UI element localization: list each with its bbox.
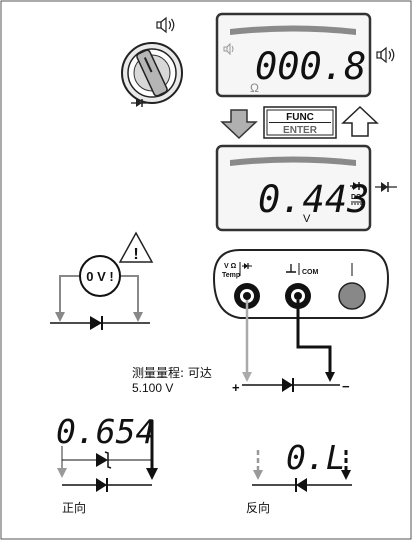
minus-terminal-label: − (342, 379, 350, 394)
speaker-icon (156, 16, 175, 34)
temp-label: Temp (222, 272, 240, 279)
enter-label: ENTER (283, 125, 318, 136)
small-speaker-icon (223, 42, 234, 56)
reverse-red-probe-tip (253, 470, 263, 480)
black-lead (296, 300, 332, 378)
switch-knob-pointer (136, 49, 168, 97)
dc-label: DC (351, 194, 361, 201)
display-diode: 0.443 V DC (215, 144, 372, 232)
red-lead-tip (242, 372, 252, 382)
forward-diode-icon (96, 478, 107, 492)
jack-diode-icon (242, 263, 252, 269)
com-label: COM (302, 269, 319, 276)
func-label: FUNC (286, 112, 314, 123)
display-continuity: 000.8 Ω (215, 12, 372, 98)
forward-black-probe-tip (146, 468, 158, 480)
reverse-reading: 0.L (286, 438, 346, 477)
reverse-caption: 反向 (246, 500, 270, 515)
jack-unused (338, 282, 366, 310)
v-ohm-label: V Ω (224, 263, 237, 270)
zener-diode-icon (96, 453, 108, 467)
zero-volt-label: 0 V ! (86, 269, 113, 284)
black-lead-tip (325, 372, 335, 382)
reverse-diode-icon (296, 478, 307, 492)
diode-symbol-icon (131, 99, 147, 107)
warning-triangle-icon: ! (118, 231, 154, 263)
forward-caption: 正向 (62, 500, 86, 515)
bottom-unit-volt: V (303, 213, 311, 225)
diode-symbol-icon-right (375, 182, 397, 192)
test-leads (242, 300, 335, 382)
func-enter-button[interactable]: FUNC ENTER (263, 106, 337, 139)
zener-bar-icon (104, 451, 112, 469)
display-bargraph (230, 25, 356, 35)
bottom-reading: 0.443 (258, 178, 369, 221)
svg-text:!: ! (133, 246, 138, 263)
jack-v-ohm[interactable] (234, 283, 260, 309)
rotary-switch[interactable] (121, 42, 183, 104)
top-reading: 000.8 (255, 45, 366, 88)
range-note-line2: 5.100 V (132, 381, 173, 395)
zero-volt-badge: 0 V ! (79, 255, 121, 297)
forward-bias-section: 0.654 正向 (56, 412, 158, 515)
overload-circuit (50, 275, 150, 330)
diode-under-test (242, 378, 340, 392)
arrow-up-icon (341, 105, 379, 137)
plus-terminal-label: + (232, 380, 240, 395)
reverse-bias-section: 0.L 反向 (246, 438, 352, 515)
jack-com[interactable] (285, 283, 311, 309)
reverse-black-probe-tip (341, 470, 351, 480)
ground-icon (286, 264, 296, 273)
top-unit-ohm: Ω (250, 81, 259, 95)
speaker-icon-right (376, 46, 395, 64)
range-note-line1: 测量量程: 可达 (132, 365, 212, 380)
arrow-down-icon (220, 109, 258, 140)
forward-reading: 0.654 (56, 412, 155, 451)
display-diode-indicator-icon (350, 182, 364, 190)
display-bargraph-2 (230, 156, 356, 166)
forward-red-probe-tip (57, 468, 67, 478)
input-jacks-panel: V Ω Temp COM (212, 249, 390, 319)
